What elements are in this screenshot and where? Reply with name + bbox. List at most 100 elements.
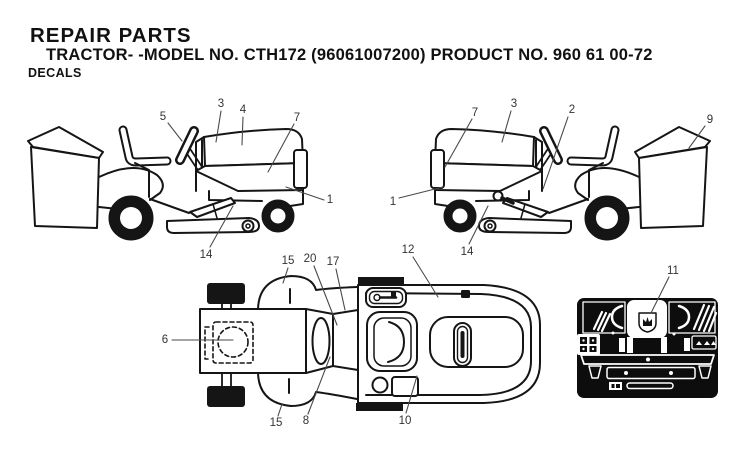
page-title: REPAIR PARTS — [30, 24, 192, 47]
decal-buttons-frame — [691, 335, 717, 350]
decal-left-hatch — [592, 310, 612, 333]
callout-leader-tractor-left-side-3 — [215, 110, 222, 143]
decal-leg-left — [588, 365, 602, 379]
ignition-panel-inner — [368, 290, 404, 305]
dash-block — [332, 309, 359, 371]
callout-leader-tractor-top-view-15 — [282, 267, 289, 284]
decal-right-hatch — [692, 303, 718, 333]
chute-handle-inner — [456, 325, 469, 364]
callout-leader-tractor-top-view-8 — [307, 356, 331, 415]
decal-panel-base — [577, 298, 718, 398]
decal-6-left-edge — [204, 326, 210, 360]
key-slot-flag — [391, 291, 396, 297]
decal-6-square — [212, 321, 254, 364]
deck-ticks — [288, 288, 291, 394]
key-blade — [500, 196, 515, 205]
rear-body-inner — [365, 292, 532, 396]
decal-right-crescent — [677, 304, 691, 330]
callout-label-dashboard-decal-panel-11: 11 — [667, 265, 679, 277]
callout-leader-tractor-right-side-3 — [501, 110, 512, 143]
callout-label-tractor-right-side-14: 14 — [461, 246, 474, 258]
tractor-left-side-view — [28, 127, 307, 240]
decal-lower-bar-dot-left — [624, 371, 628, 375]
decal-dome-column-right — [661, 337, 667, 353]
decal-mid-band-dot — [646, 357, 650, 362]
front-tire-lower — [207, 386, 245, 407]
key-head — [492, 190, 504, 202]
tractor-right-side-view — [431, 127, 710, 240]
callout-label-tractor-right-side-2: 2 — [569, 104, 575, 116]
decal-mid-band — [580, 354, 715, 365]
ignition-key-detail — [492, 190, 515, 205]
fender-bolt — [461, 290, 470, 298]
callout-leader-tractor-right-side-1 — [398, 186, 444, 199]
callout-label-tractor-top-view-12: 12 — [402, 244, 415, 256]
callout-leader-dashboard-decal-panel-11 — [650, 276, 670, 314]
fuel-cap — [371, 376, 389, 394]
callout-leader-tractor-left-side-7 — [267, 123, 295, 173]
front-axles — [221, 303, 232, 387]
callout-leader-tractor-right-side-2 — [542, 116, 569, 190]
callout-label-tractor-left-side-5: 5 — [160, 111, 166, 123]
decal-bottom-tag — [609, 382, 622, 390]
callout-label-tractor-right-side-7: 7 — [472, 107, 478, 119]
callout-leader-tractor-left-side-5 — [167, 122, 183, 142]
callout-label-tractor-top-view-8: 8 — [303, 415, 309, 427]
callout-leader-tractor-top-view-20 — [313, 265, 338, 326]
decal-bottom-slot — [626, 382, 674, 390]
callout-label-tractor-left-side-3: 3 — [218, 98, 224, 110]
callout-label-tractor-top-view-15: 15 — [270, 417, 283, 429]
callout-label-tractor-top-view-6: 6 — [162, 334, 168, 346]
callout-label-tractor-left-side-14: 14 — [200, 249, 213, 261]
callout-label-tractor-right-side-9: 9 — [707, 114, 713, 126]
tractor-top-view — [199, 275, 541, 411]
hood-top-view — [199, 308, 307, 374]
callout-leader-tractor-left-side-4 — [241, 116, 244, 146]
steering-wheel-top-view — [311, 317, 331, 365]
callout-leader-tractor-right-side-9 — [688, 125, 706, 149]
chute-handle-slot — [460, 331, 465, 358]
seat-top-view — [366, 311, 418, 372]
deck-edge-lower — [257, 372, 358, 407]
seat-cushion-inner — [373, 317, 412, 367]
decal-left-crescent — [610, 304, 624, 330]
decal-slot-right — [684, 338, 690, 351]
decal-left-frame — [582, 301, 626, 334]
decal-dots — [611, 331, 676, 336]
model-subtitle: TRACTOR- -MODEL NO. CTH172 (96061007200)… — [46, 46, 653, 64]
decal-dome-column-left — [627, 337, 633, 353]
callout-label-tractor-left-side-7: 7 — [294, 112, 300, 124]
callout-leader-tractor-top-view-17 — [335, 268, 346, 311]
callout-leader-tractor-top-view-15 — [277, 403, 283, 417]
decal-keypad-dots — [582, 339, 595, 351]
rear-deck-recess — [429, 316, 524, 368]
front-tire-upper — [207, 283, 245, 304]
decal-slot-left — [619, 338, 625, 352]
callout-label-tractor-left-side-1: 1 — [327, 194, 333, 206]
decal-6-circle — [217, 326, 249, 358]
rear-tire-bar-lower — [356, 403, 403, 411]
callout-leader-tractor-top-view-10 — [405, 375, 418, 414]
callout-label-tractor-top-view-17: 17 — [327, 256, 340, 268]
seat-contour — [387, 321, 405, 363]
decal-bottom-tag-marks — [611, 384, 620, 388]
battery-box — [391, 376, 419, 397]
callout-leader-tractor-right-side-7 — [444, 118, 473, 168]
callout-label-tractor-top-view-15: 15 — [282, 255, 295, 267]
hood-taper-lines — [305, 308, 334, 374]
callout-leader-tractor-left-side-1 — [285, 186, 325, 201]
decal-lower-bar — [606, 366, 696, 380]
decal-6-outline — [204, 321, 254, 364]
brand-crown-icon — [643, 317, 652, 326]
callout-leader-tractor-top-view-12 — [412, 256, 439, 298]
decal-buttons — [696, 341, 716, 345]
callout-label-tractor-top-view-10: 10 — [399, 415, 412, 427]
rear-tire-bar-upper — [358, 277, 404, 285]
decal-leg-right — [698, 365, 712, 379]
deck-edge-upper — [257, 275, 358, 310]
callout-label-tractor-left-side-4: 4 — [240, 104, 247, 116]
dashboard-decal-panel — [577, 298, 718, 398]
